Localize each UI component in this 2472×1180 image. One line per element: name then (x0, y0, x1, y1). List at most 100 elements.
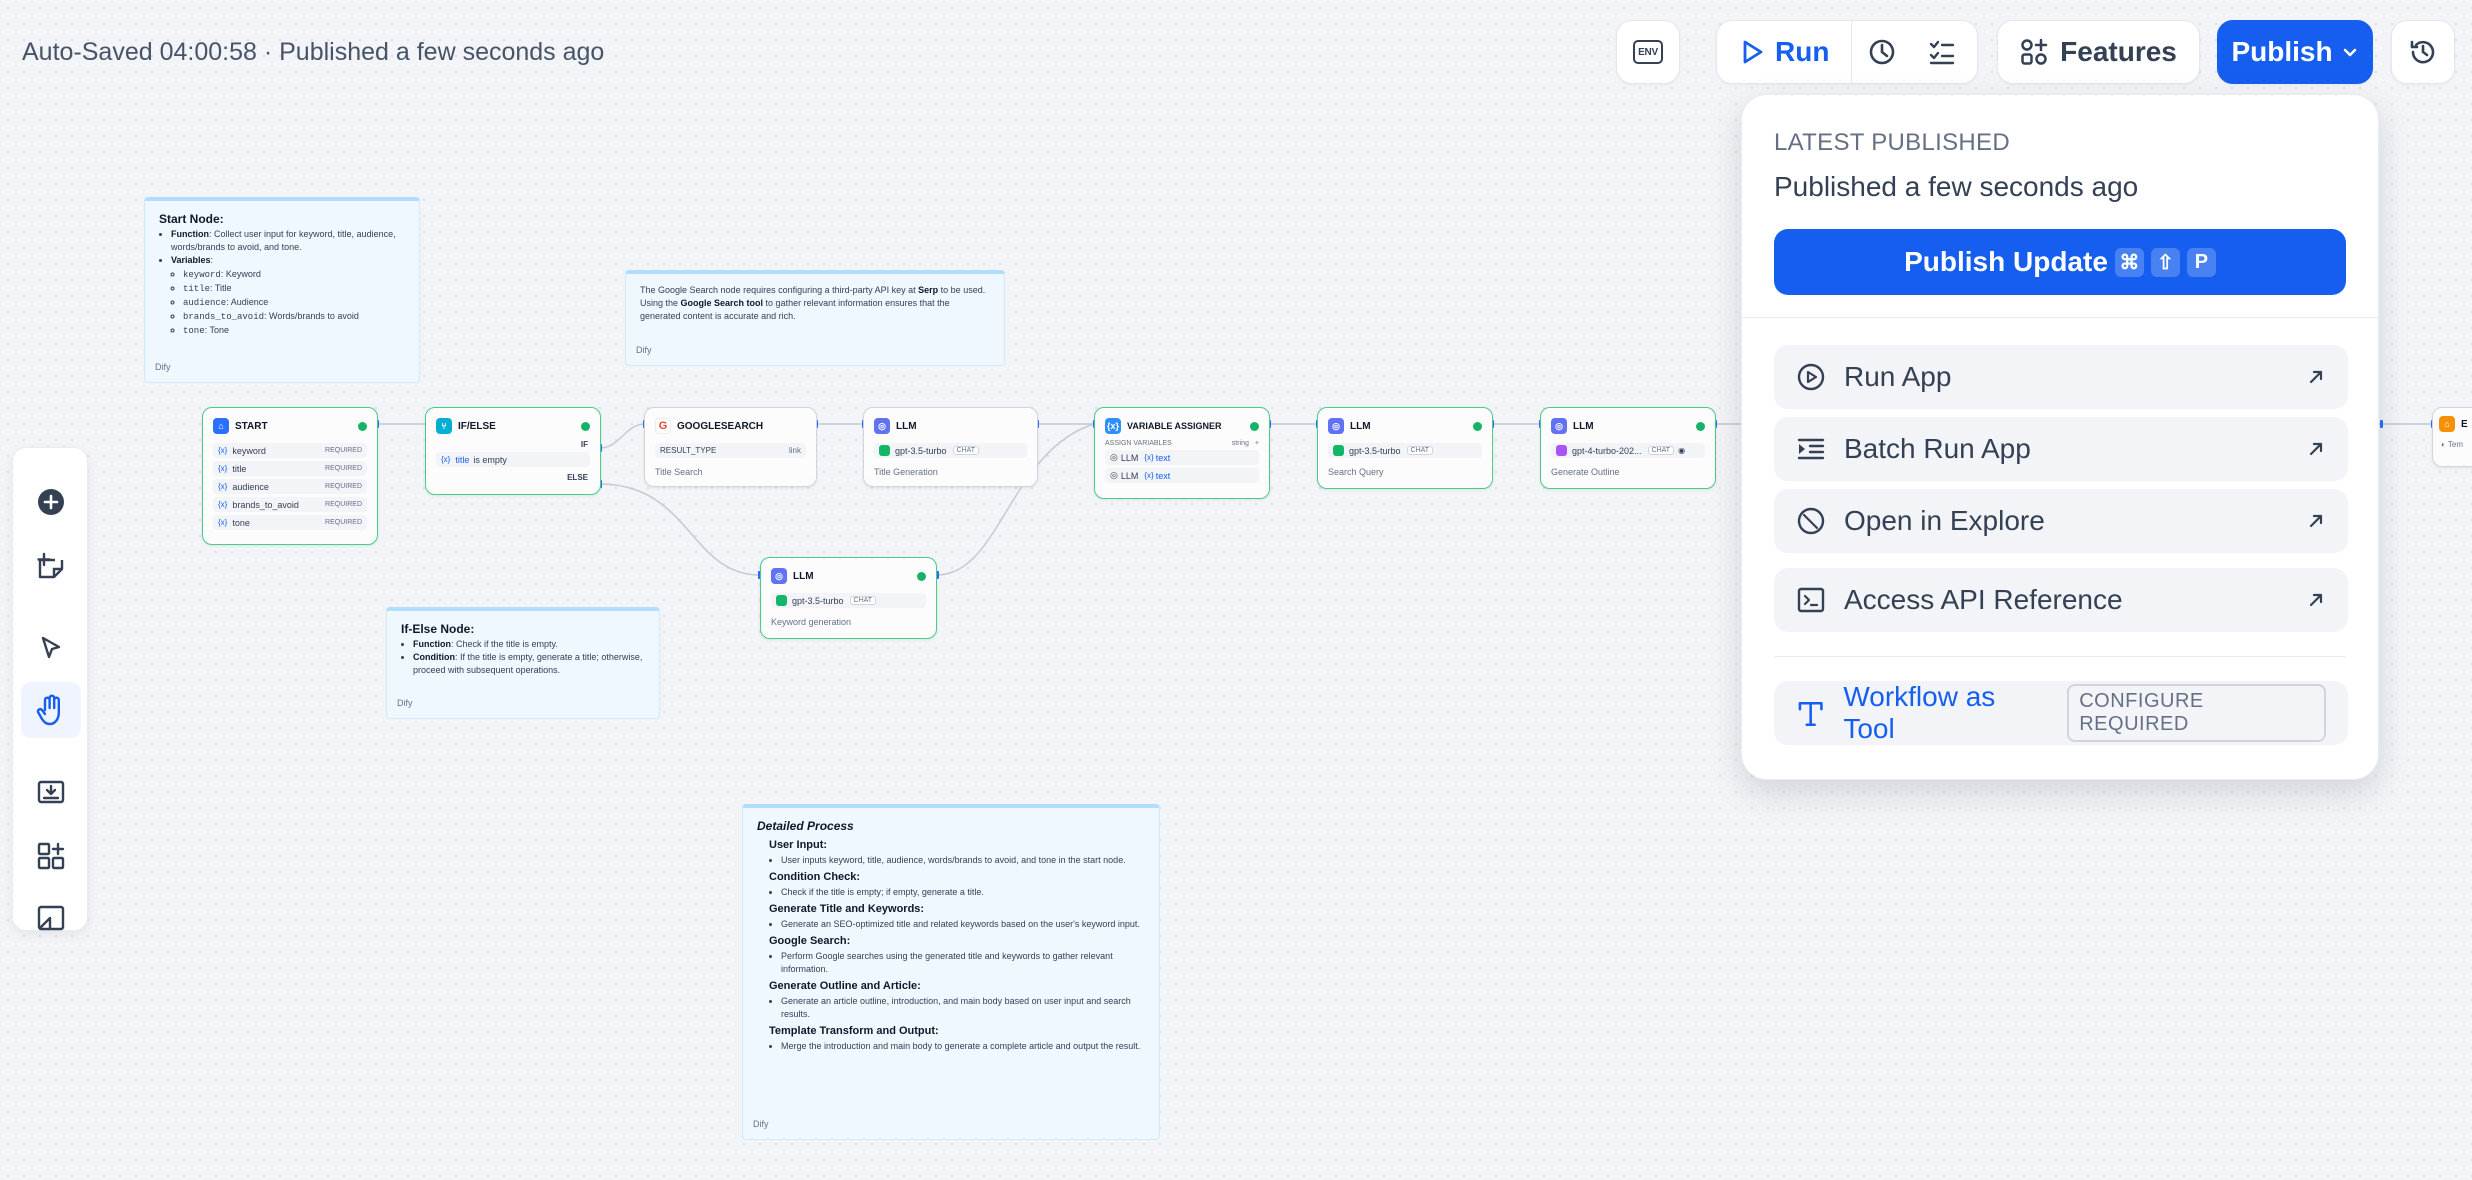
home-icon: ⌂ (213, 418, 229, 434)
note-footer: Dify (155, 361, 171, 372)
note-var-value: : Words/brands to avoid (264, 310, 359, 321)
run-label: Run (1775, 36, 1830, 67)
add-icon[interactable]: + (1254, 440, 1259, 447)
variable-icon: {x} (218, 464, 228, 473)
model-name: gpt-3.5-turbo (792, 595, 844, 606)
function-label: Function (413, 639, 451, 650)
history-icon (2410, 40, 2435, 64)
function-text: : Check if the title is empty. (451, 639, 558, 650)
features-button[interactable]: Features (1997, 20, 2200, 84)
openai-icon (879, 445, 890, 456)
llm-outline-node[interactable]: ◎LLM gpt-4-turbo-202...CHAT◉ Generate Ou… (1540, 407, 1716, 489)
env-button[interactable]: ENV (1616, 20, 1680, 84)
hand-mode-button[interactable] (21, 682, 81, 738)
eye-icon: ◉ (1678, 446, 1686, 455)
version-history-button[interactable] (2391, 20, 2455, 84)
env-icon: ENV (1633, 40, 1663, 64)
organize-blocks-button[interactable] (21, 828, 81, 884)
batch-run-app-item[interactable]: Batch Run App (1774, 417, 2348, 481)
run-app-item[interactable]: Run App (1774, 345, 2348, 409)
export-image-button[interactable] (21, 764, 81, 820)
var-name: keyword (232, 445, 266, 456)
publish-update-button[interactable]: Publish Update ⌘ ⇧ P (1774, 229, 2346, 295)
terminal-icon (1797, 587, 1825, 613)
required-badge: REQUIRED (325, 483, 362, 490)
open-in-explore-label: Open in Explore (1844, 505, 2045, 536)
model-tag: CHAT (849, 596, 877, 605)
param-name: RESULT_TYPE (660, 446, 717, 455)
note-footer: Dify (636, 344, 652, 355)
variable-icon: {x} (218, 518, 228, 527)
node-title: E (2461, 418, 2468, 430)
llm-icon: ◎ (874, 418, 890, 434)
assign-row: ◎LLM{x}text (1105, 468, 1259, 483)
play-circle-icon (1797, 363, 1825, 391)
node-title: GOOGLESEARCH (677, 420, 764, 432)
external-arrow-icon (2306, 439, 2326, 459)
history-clock-icon (1870, 39, 1895, 65)
batch-list-icon (1797, 438, 1825, 460)
note-title: Start Node: (159, 212, 224, 226)
configure-required-badge: CONFIGURE REQUIRED (2067, 684, 2326, 742)
note-var-key: brands_to_avoid (183, 311, 265, 322)
run-app-label: Run App (1844, 361, 1952, 392)
llm-small-icon: ◎ (1110, 470, 1118, 480)
condition-text: is empty (473, 454, 507, 465)
shift-key-icon: ⇧ (2150, 247, 2180, 277)
variable-icon: {x} (218, 500, 228, 509)
add-circle-icon (38, 489, 64, 515)
function-text: : Collect user input for keyword, title,… (171, 229, 396, 253)
run-history-button[interactable] (1852, 21, 1912, 83)
minimap-button[interactable] (21, 890, 81, 946)
note-var-key: title (183, 283, 211, 294)
checklist-button[interactable] (1912, 21, 1972, 83)
ifelse-node-note[interactable]: If-Else Node: Function: Check if the tit… (386, 607, 660, 719)
var-name: brands_to_avoid (232, 499, 299, 510)
node-title: VARIABLE ASSIGNER (1127, 421, 1222, 431)
assign-source: LLM (1120, 452, 1139, 463)
model-name: gpt-3.5-turbo (1349, 445, 1401, 456)
add-node-button[interactable] (21, 474, 81, 530)
google-icon: G (655, 418, 671, 434)
note-var-key: tone (183, 325, 205, 336)
checklist-icon (1930, 40, 1955, 65)
note-text: The Google Search node requires configur… (640, 285, 919, 295)
required-badge: REQUIRED (325, 465, 362, 472)
node-title: LLM (1350, 420, 1371, 432)
end-node-partial[interactable]: ⌂E ◐ Tem (2432, 407, 2472, 467)
access-api-reference-item[interactable]: Access API Reference (1774, 568, 2348, 632)
pointer-mode-button[interactable] (21, 620, 81, 676)
workflow-as-tool-item[interactable]: Workflow as Tool CONFIGURE REQUIRED (1774, 681, 2348, 745)
condition-text: : If the title is empty, generate a titl… (413, 652, 643, 676)
process-text: Perform Google searches using the genera… (781, 950, 1145, 976)
tool-icon (1798, 701, 1823, 727)
google-search-note[interactable]: The Google Search node requires configur… (625, 270, 1005, 366)
variable-icon: {x} (218, 446, 228, 455)
run-button[interactable]: Run (1717, 21, 1853, 83)
start-node-note[interactable]: Start Node: Function: Collect user input… (144, 197, 420, 383)
condition-var: title (455, 454, 470, 465)
detailed-process-note[interactable]: Detailed Process User Input: User inputs… (742, 804, 1160, 1140)
add-note-button[interactable] (21, 538, 81, 594)
publish-button[interactable]: Publish (2217, 20, 2373, 84)
note-var-value: : Audience (226, 296, 269, 307)
run-toolbar: Run (1716, 20, 1978, 84)
node-title: LLM (1573, 420, 1594, 432)
open-in-explore-item[interactable]: Open in Explore (1774, 489, 2348, 553)
success-check-icon (1473, 421, 1482, 431)
node-description: Search Query (1328, 467, 1384, 477)
note-title: Detailed Process (757, 819, 854, 833)
success-check-icon (1250, 421, 1259, 431)
